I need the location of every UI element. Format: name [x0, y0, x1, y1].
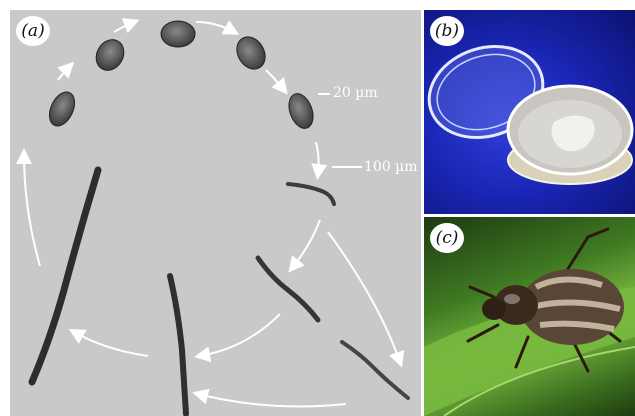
egg-stage-3 — [161, 21, 195, 47]
egg-stage-5 — [285, 90, 318, 131]
life-cycle-arrow — [196, 22, 234, 32]
adult-stage-1 — [170, 276, 186, 414]
panel-b-label: (b) — [430, 16, 464, 46]
larva-stage-3 — [342, 342, 408, 398]
larva-stage-1 — [288, 184, 334, 204]
panel-c-label: (c) — [430, 223, 464, 253]
life-cycle-arrow — [198, 394, 346, 406]
life-cycle-arrows — [24, 22, 400, 406]
scale-label-100um: 100 µm — [364, 159, 418, 175]
life-cycle-arrow — [266, 70, 284, 90]
panel-c-beetle: (c) — [424, 217, 635, 416]
larva-stage-2 — [258, 258, 318, 320]
life-cycle-arrow — [316, 142, 319, 174]
life-cycle-arrow — [58, 66, 70, 80]
life-cycle-arrow — [114, 22, 134, 32]
panel-a-life-cycle: (a) 20 µm 100 µm — [10, 10, 421, 416]
egg-stage-4 — [231, 32, 271, 74]
panel-b-petri-dish: (b) — [424, 10, 635, 214]
life-cycle-arrow — [292, 220, 320, 268]
panel-a-label: (a) — [16, 16, 50, 46]
life-cycle-arrow — [24, 154, 40, 266]
adult-stage-2 — [32, 170, 98, 382]
life-cycle-diagram — [10, 10, 421, 416]
egg-stage-1 — [44, 88, 79, 130]
life-cycle-arrow — [74, 332, 148, 356]
egg-stage-2 — [91, 35, 130, 76]
scale-label-20um: 20 µm — [333, 85, 378, 101]
life-cycle-arrow — [200, 314, 280, 356]
life-cycle-arrow — [328, 232, 400, 362]
